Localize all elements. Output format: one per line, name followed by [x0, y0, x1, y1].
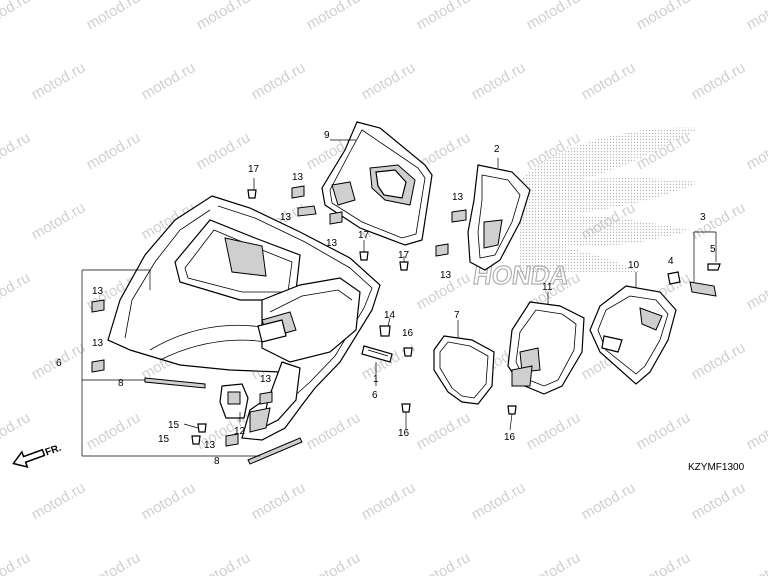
callout-2: 2: [494, 144, 500, 155]
callout-13b: 13: [280, 212, 292, 223]
watermark-text: motod.ru: [579, 59, 639, 103]
watermark-text: motod.ru: [359, 479, 419, 523]
part-10-right-cover: [589, 285, 677, 385]
callout-12: 12: [234, 426, 246, 437]
watermark-text: motod.ru: [689, 199, 749, 243]
callout-4: 4: [668, 256, 674, 267]
callout-14: 14: [384, 310, 396, 321]
watermark-text: motod.ru: [524, 0, 584, 33]
watermark-text: motod.ru: [29, 199, 89, 243]
callout-5: 5: [710, 244, 716, 255]
callout-13g: 13: [92, 338, 104, 349]
callout-16a: 16: [402, 328, 414, 339]
callout-9: 9: [324, 130, 330, 141]
direction-label: FR.: [44, 443, 63, 459]
watermark-text: motod.ru: [689, 479, 749, 523]
watermark-text: motod.ru: [414, 0, 474, 33]
watermark-text: motod.ru: [414, 549, 474, 576]
watermark-text: motod.ru: [744, 549, 768, 576]
watermark-text: motod.ru: [524, 549, 584, 576]
callout-16b: 16: [398, 428, 410, 439]
callout-17b: 17: [358, 230, 370, 241]
callout-8a: 8: [118, 378, 124, 389]
watermark-text: motod.ru: [414, 409, 474, 453]
watermark-text: motod.ru: [469, 479, 529, 523]
watermark-text: motod.ru: [634, 549, 694, 576]
callout-17a: 17: [248, 164, 260, 175]
watermark-text: motod.ru: [304, 0, 364, 33]
watermark-text: motod.ru: [689, 339, 749, 383]
watermark-text: motod.ru: [0, 0, 33, 33]
callout-13c: 13: [326, 238, 338, 249]
leader-lines: [81, 139, 717, 457]
front-direction-arrow: FR.: [12, 443, 63, 468]
part-8-strips: [144, 377, 303, 465]
callout-13f: 13: [92, 286, 104, 297]
watermark-text: motod.ru: [0, 549, 33, 576]
watermark-text: motod.ru: [249, 479, 309, 523]
callout-15a: 15: [168, 420, 180, 431]
watermark-text: motod.ru: [0, 129, 33, 173]
watermark-text: motod.ru: [84, 129, 144, 173]
watermark-text: motod.ru: [304, 549, 364, 576]
watermark-text: motod.ru: [304, 409, 364, 453]
watermark-text: motod.ru: [249, 59, 309, 103]
callout-13d: 13: [452, 192, 464, 203]
part-1-grille: [361, 345, 393, 363]
callout-11: 11: [542, 282, 553, 293]
callout-15b: 15: [158, 434, 170, 445]
callout-16c: 16: [504, 432, 516, 443]
watermark-text: motod.ru: [469, 59, 529, 103]
part-7-loop-trim: [433, 335, 495, 405]
watermark-text: motod.ru: [84, 409, 144, 453]
callout-13a: 13: [292, 172, 304, 183]
callout-3: 3: [700, 212, 706, 223]
callout-1: 1: [373, 374, 379, 385]
honda-wing-logo: HONDA: [471, 127, 700, 291]
watermark-text: motod.ru: [194, 549, 254, 576]
watermark-text: motod.ru: [359, 59, 419, 103]
watermark-text: motod.ru: [84, 0, 144, 33]
part-11-center-frame: [507, 301, 585, 395]
watermark-text: motod.ru: [194, 0, 254, 33]
watermark-text: motod.ru: [744, 269, 768, 313]
diagram-code: KZYMF1300: [688, 462, 745, 473]
part-2-side-panel: [467, 164, 531, 271]
part-3-switch-assembly: [667, 263, 721, 297]
callout-labels: 1 2 3 4 5 6 6 7 8 8 9 10 11 12 13 13 13 …: [56, 130, 716, 467]
watermark-text: motod.ru: [194, 129, 254, 173]
screws: [191, 189, 517, 445]
callout-7: 7: [454, 310, 460, 321]
watermark-text: motod.ru: [29, 479, 89, 523]
watermark-text: motod.ru: [744, 0, 768, 33]
watermark-text: motod.ru: [634, 409, 694, 453]
watermark-text: motod.ru: [744, 129, 768, 173]
watermark-text: motod.ru: [634, 0, 694, 33]
part-9-inner-upper-panel: [321, 121, 433, 246]
watermark-text: motod.ru: [524, 409, 584, 453]
watermark-text: motod.ru: [579, 479, 639, 523]
callout-13i: 13: [204, 440, 216, 451]
watermark-text: motod.ru: [0, 269, 33, 313]
callout-8b: 8: [214, 456, 220, 467]
part-6-inner-cover: [107, 195, 381, 441]
part-12-bracket: [219, 383, 249, 419]
watermark-text: motod.ru: [29, 59, 89, 103]
watermark-text: motod.ru: [139, 59, 199, 103]
callout-10: 10: [628, 260, 640, 271]
clips-13: [91, 185, 467, 447]
callout-13h: 13: [260, 374, 272, 385]
callout-17c: 17: [398, 250, 410, 261]
callout-13e: 13: [440, 270, 452, 281]
watermark-text: motod.ru: [0, 409, 33, 453]
callout-6b: 6: [372, 390, 378, 401]
watermark-text: motod.ru: [84, 549, 144, 576]
watermark-text: motod.ru: [139, 479, 199, 523]
watermark-text: motod.ru: [744, 409, 768, 453]
callout-6a: 6: [56, 358, 62, 369]
watermark-text: motod.ru: [689, 59, 749, 103]
